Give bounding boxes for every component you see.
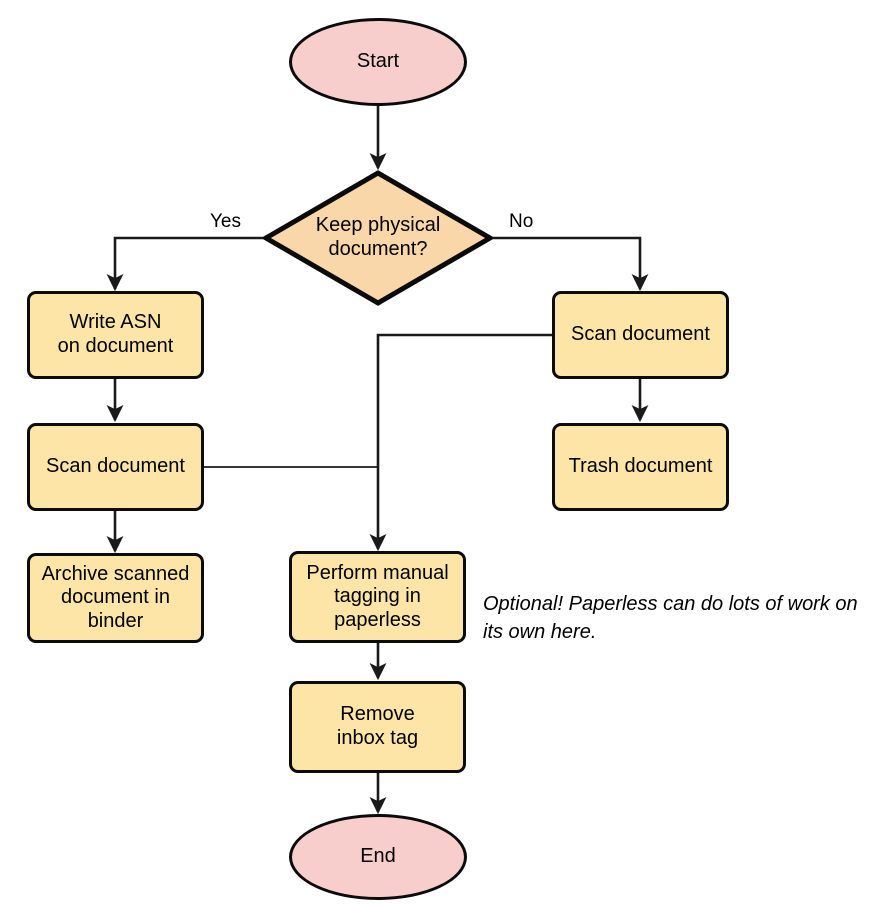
annotation-optional-note: Optional! Paperless can do lots of work …	[483, 593, 858, 643]
node-perform-manual-tagging[interactable]: Perform manual tagging in paperless	[289, 551, 466, 643]
node-archive-scanned-document[interactable]: Archive scanned document in binder	[27, 553, 204, 643]
node-end-label: End	[360, 845, 396, 868]
node-write-asn-label: Write ASN on document	[57, 311, 174, 357]
node-decision-keep-physical-document[interactable]: Keep physical document?	[263, 170, 493, 306]
edge-scan-right-to-tagging	[369, 333, 552, 552]
edge-label-yes: Yes	[210, 211, 241, 232]
edge-label-no: No	[509, 211, 534, 232]
node-trash-document[interactable]: Trash document	[552, 423, 729, 511]
node-start-label: Start	[356, 50, 400, 73]
node-decision-label: Keep physical document?	[315, 214, 441, 260]
node-remove-inbox-tag-label: Remove inbox tag	[336, 703, 419, 749]
edge-decision-to-scan-right	[493, 236, 649, 292]
node-scan-document-right[interactable]: Scan document	[552, 291, 729, 379]
node-tagging-label: Perform manual tagging in paperless	[306, 561, 449, 631]
node-scan-document-left[interactable]: Scan document	[27, 423, 204, 511]
node-scan-document-left-label: Scan document	[46, 455, 185, 478]
edge-decision-to-write-asn	[106, 236, 263, 292]
node-trash-document-label: Trash document	[568, 455, 713, 478]
node-scan-document-right-label: Scan document	[571, 323, 710, 346]
node-start[interactable]: Start	[289, 18, 467, 106]
diamond-shape	[263, 170, 493, 306]
node-end[interactable]: End	[289, 814, 467, 900]
node-write-asn-on-document[interactable]: Write ASN on document	[27, 291, 204, 379]
node-remove-inbox-tag[interactable]: Remove inbox tag	[289, 681, 466, 773]
node-archive-label: Archive scanned document in binder	[41, 562, 190, 632]
